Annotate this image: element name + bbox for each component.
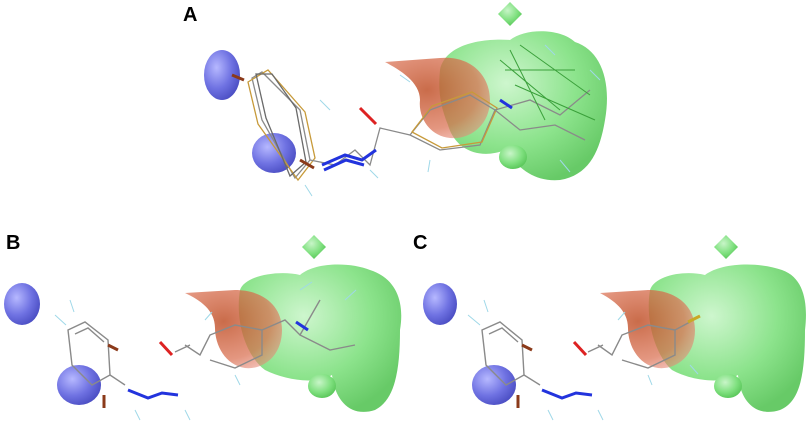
carbonyl-oxygen-c (572, 340, 588, 357)
carbonyl-oxygen-b (158, 340, 174, 357)
panel-label-a: A (183, 4, 198, 26)
hydrophobic-contour-b1 (4, 283, 40, 325)
hydrogens-b (54, 281, 357, 421)
fluorine-atom-c (687, 314, 701, 324)
panel-b-structure (4, 235, 402, 421)
steric-favorable-contour-b (238, 264, 402, 412)
panel-label-b: B (6, 232, 21, 254)
steric-diamond-b (302, 235, 326, 259)
molecule-c (481, 321, 691, 386)
panel-c-structure (423, 235, 806, 421)
amine-bond-a (499, 98, 513, 110)
electrostatic-contour-c (600, 290, 695, 369)
bromine-atoms-c (516, 343, 533, 408)
hydrophobic-contour-c2 (472, 365, 516, 405)
hydrophobic-contour-c1 (423, 283, 457, 325)
electrostatic-contour-a (385, 57, 490, 139)
steric-small-contour-b (308, 374, 336, 398)
substituent-lines-a (499, 44, 596, 121)
steric-favorable-contour-c (648, 264, 806, 412)
hydrazone-bonds-b (127, 320, 309, 400)
hydrophobic-contour-a1 (204, 50, 240, 100)
steric-small-contour-c (714, 374, 742, 398)
hydrogens-c (467, 299, 699, 421)
panel-label-c: C (413, 232, 428, 254)
steric-diamond-a (498, 2, 522, 26)
hydrophobic-contour-b2 (57, 365, 101, 405)
panel-a-structure (204, 2, 607, 197)
electrostatic-contour-b (185, 290, 282, 369)
hydrogens-a (304, 44, 601, 197)
hydrazone-bonds-c (541, 388, 593, 400)
bromine-atoms-a (231, 73, 315, 170)
steric-diamond-c (714, 235, 738, 259)
molecule-b (67, 299, 356, 386)
hydrazone-bonds-a (321, 148, 377, 172)
bromine-atoms-b (102, 343, 119, 408)
carbonyl-oxygen-a (358, 106, 378, 126)
steric-small-contour-a (499, 145, 527, 169)
